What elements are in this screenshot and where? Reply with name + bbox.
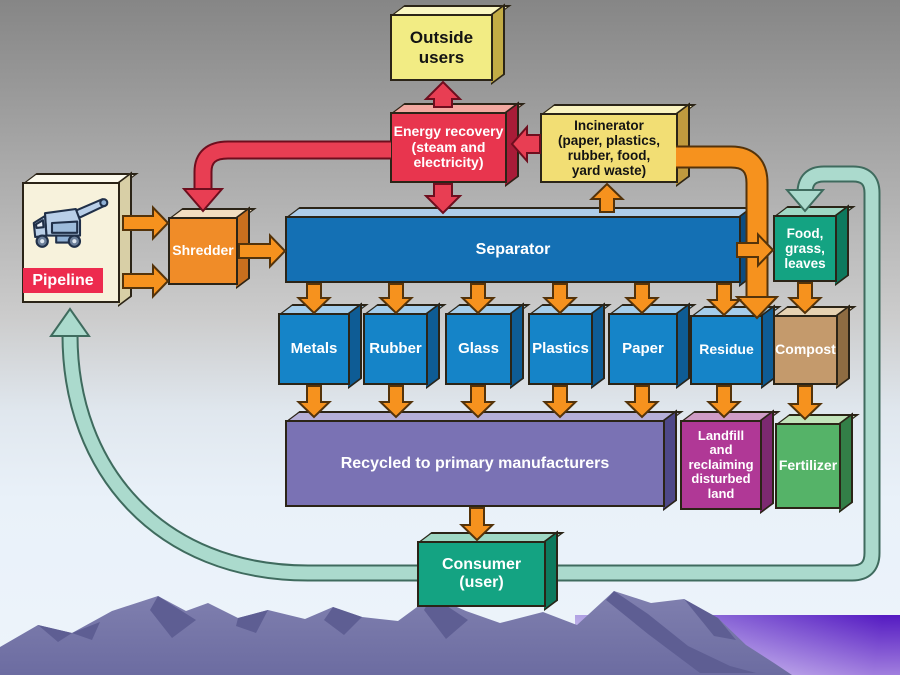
arrow-rubber-to-recycled bbox=[378, 385, 414, 419]
arrow-separator-to-metals bbox=[296, 283, 332, 315]
node-label: Compost bbox=[773, 315, 838, 385]
pipe-consumer-to-food bbox=[544, 167, 879, 580]
node-metals: Metals bbox=[278, 302, 369, 389]
node-incinerator: Incinerator (paper, plastics, rubber, fo… bbox=[540, 102, 697, 187]
node-label: Shredder bbox=[168, 217, 238, 285]
node-separator: Separator bbox=[285, 205, 760, 287]
node-label: Separator bbox=[285, 216, 741, 283]
arrowhead-consumer-to-pipeline bbox=[49, 307, 91, 337]
node-pipeline: Pipeline bbox=[22, 171, 139, 307]
node-label: Food, grass, leaves bbox=[773, 215, 837, 282]
pipeline-label-badge: Pipeline bbox=[23, 268, 103, 293]
node-label: Landfill and reclaiming disturbed land bbox=[680, 420, 762, 510]
node-label: Energy recovery (steam and electricity) bbox=[390, 112, 507, 183]
arrow-separator-to-incinerator bbox=[589, 182, 625, 213]
node-label: Fertilizer bbox=[775, 423, 841, 509]
arrow-separator-to-residue bbox=[706, 283, 742, 317]
pipe-incinerator-to-residue bbox=[676, 147, 767, 299]
pipeline-box-front: Pipeline bbox=[22, 182, 120, 303]
node-label: Metals bbox=[278, 313, 350, 385]
node-shredder: Shredder bbox=[168, 206, 257, 289]
arrow-pipeline-to-shredder-upper bbox=[122, 205, 170, 241]
arrow-separator-to-rubber bbox=[378, 283, 414, 315]
arrow-pipeline-to-shredder-lower bbox=[122, 263, 170, 299]
arrow-separator-to-food bbox=[736, 232, 775, 268]
arrow-paper-to-recycled bbox=[624, 385, 660, 419]
arrow-separator-to-glass bbox=[460, 283, 496, 315]
arrow-energy-to-separator bbox=[423, 183, 463, 215]
arrow-separator-to-paper bbox=[624, 283, 660, 315]
arrow-metals-to-recycled bbox=[296, 385, 332, 419]
node-label: Consumer (user) bbox=[417, 541, 546, 607]
arrow-food-to-compost bbox=[787, 282, 823, 315]
mountain-ridge bbox=[0, 591, 792, 675]
node-label: Glass bbox=[445, 313, 512, 385]
node-label: Outside users bbox=[390, 14, 493, 81]
node-plastics: Plastics bbox=[528, 302, 612, 389]
node-label: Recycled to primary manufacturers bbox=[285, 420, 665, 507]
pipe-incinerator-to-residue-outline bbox=[676, 145, 769, 299]
node-label: Incinerator (paper, plastics, rubber, fo… bbox=[540, 113, 678, 183]
arrow-shredder-to-separator bbox=[238, 233, 287, 269]
node-residue: Residue bbox=[690, 304, 782, 389]
arrowhead-consumer-to-food bbox=[784, 189, 826, 213]
node-label: Residue bbox=[690, 315, 763, 385]
arrow-incinerator-to-energy bbox=[510, 124, 541, 164]
node-energy-recovery: Energy recovery (steam and electricity) bbox=[390, 101, 526, 187]
arrow-energy-to-outside-users bbox=[423, 80, 463, 108]
arrowhead-energy-to-shredder bbox=[181, 188, 225, 213]
node-paper: Paper bbox=[608, 302, 697, 389]
arrow-separator-to-plastics bbox=[542, 283, 578, 315]
arrowhead-incinerator-to-residue bbox=[734, 296, 780, 320]
node-rubber: Rubber bbox=[363, 302, 447, 389]
arrow-compost-to-fertilizer bbox=[787, 385, 823, 421]
node-food-grass-leaves: Food, grass, leaves bbox=[773, 204, 856, 286]
node-landfill: Landfill and reclaiming disturbed land bbox=[680, 409, 781, 514]
node-recycled: Recycled to primary manufacturers bbox=[285, 409, 684, 511]
arrow-recycled-to-consumer bbox=[459, 507, 495, 542]
node-compost: Compost bbox=[773, 304, 857, 389]
garbage-truck-icon bbox=[32, 198, 109, 248]
node-label: Rubber bbox=[363, 313, 428, 385]
arrow-glass-to-recycled bbox=[460, 385, 496, 419]
arrow-plastics-to-recycled bbox=[542, 385, 578, 419]
node-consumer: Consumer (user) bbox=[417, 530, 565, 611]
node-label: Plastics bbox=[528, 313, 593, 385]
node-fertilizer: Fertilizer bbox=[775, 412, 860, 513]
arrow-residue-to-landfill bbox=[706, 385, 742, 419]
node-outside-users: Outside users bbox=[390, 3, 512, 85]
pipe-consumer-to-pipeline bbox=[63, 334, 435, 580]
node-glass: Glass bbox=[445, 302, 531, 389]
pipe-energy-to-shredder bbox=[195, 142, 391, 191]
node-label: Paper bbox=[608, 313, 678, 385]
